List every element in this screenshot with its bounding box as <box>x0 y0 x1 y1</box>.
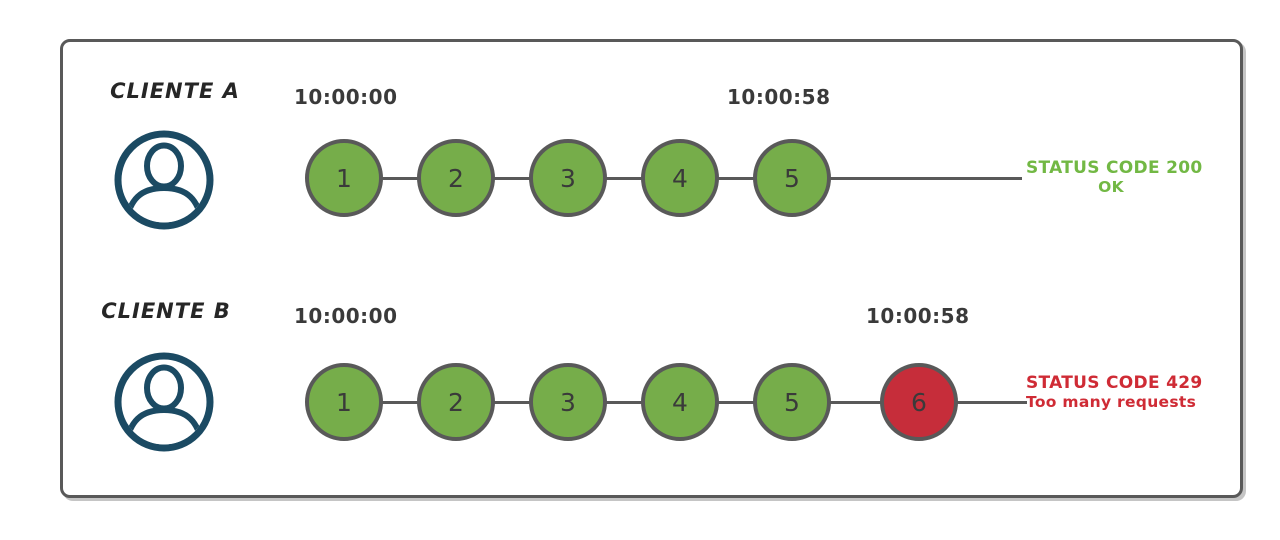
request-number: 1 <box>336 387 352 417</box>
request-number: 3 <box>560 387 576 417</box>
request-number: 5 <box>784 387 800 417</box>
request-circle: 4 <box>641 363 719 441</box>
request-number: 6 <box>911 387 927 417</box>
request-circle: 5 <box>753 363 831 441</box>
request-number: 2 <box>448 387 464 417</box>
request-circle: 3 <box>529 363 607 441</box>
status-code-text: STATUS CODE 429 <box>1026 373 1203 393</box>
window-start-timestamp: 10:00:00 <box>294 304 398 328</box>
request-circle: 3 <box>529 139 607 217</box>
window-end-timestamp: 10:00:58 <box>866 304 970 328</box>
request-circle: 2 <box>417 363 495 441</box>
status-code-text: STATUS CODE 200 <box>1026 158 1203 178</box>
request-circle: 2 <box>417 139 495 217</box>
client-a-label: CLIENTE A <box>110 79 240 103</box>
status-result: STATUS CODE 200 OK <box>1026 158 1203 196</box>
request-circle-rate-limited: 6 <box>880 363 958 441</box>
window-start-timestamp: 10:00:00 <box>294 85 398 109</box>
request-number: 4 <box>672 387 688 417</box>
request-number: 4 <box>672 163 688 193</box>
request-number: 1 <box>336 163 352 193</box>
request-number: 2 <box>448 163 464 193</box>
user-avatar-icon <box>114 352 214 452</box>
window-end-timestamp: 10:00:58 <box>727 85 831 109</box>
request-number: 3 <box>560 163 576 193</box>
status-result: STATUS CODE 429 Too many requests <box>1026 373 1203 411</box>
request-number: 5 <box>784 163 800 193</box>
request-circle: 1 <box>305 139 383 217</box>
request-circle: 5 <box>753 139 831 217</box>
status-message-text: Too many requests <box>1026 392 1197 411</box>
user-avatar-icon <box>114 130 214 230</box>
request-circle: 4 <box>641 139 719 217</box>
request-circle: 1 <box>305 363 383 441</box>
status-message-text: OK <box>1098 177 1124 196</box>
client-b-label: CLIENTE B <box>101 299 231 323</box>
